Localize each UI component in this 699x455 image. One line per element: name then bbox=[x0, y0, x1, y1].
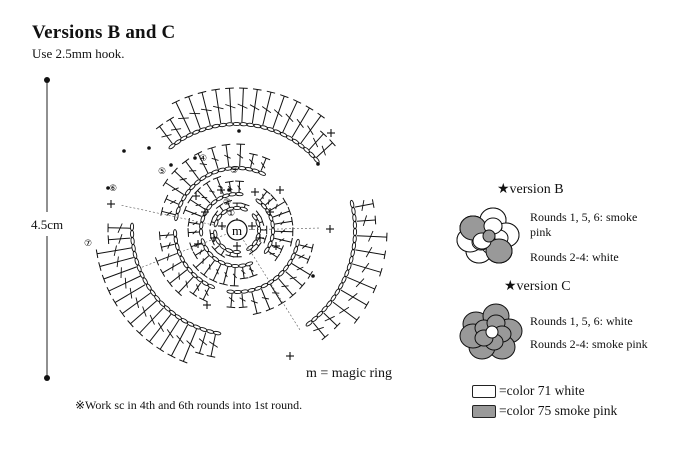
version-b-rounds-2: Rounds 2-4: white bbox=[530, 250, 619, 264]
sc-stitch bbox=[266, 208, 274, 216]
round-2-petal-b bbox=[246, 210, 268, 255]
version-b-rounds-1: Rounds 1, 5, 6: smoke pink bbox=[530, 210, 638, 239]
round-marker-7: ⑦ bbox=[84, 239, 92, 249]
sc-stitch bbox=[276, 186, 284, 194]
round-2-petal-c bbox=[209, 229, 242, 258]
round-3-petal-c bbox=[189, 238, 258, 287]
footnote: ※Work sc in 4th and 6th rounds into 1st … bbox=[75, 398, 303, 412]
version-c-rounds-1: Rounds 1, 5, 6: white bbox=[530, 314, 633, 328]
crochet-rounds bbox=[95, 87, 388, 364]
round-5-petal-c bbox=[154, 229, 216, 303]
dimension-line bbox=[44, 77, 50, 381]
round-marker-2: ② bbox=[223, 198, 231, 208]
slip-stitch bbox=[316, 162, 320, 166]
hook-instruction: Use 2.5mm hook. bbox=[32, 46, 125, 61]
sc-stitch bbox=[327, 129, 335, 137]
legend-pink-label: =color 75 smoke pink bbox=[499, 403, 618, 418]
round-marker-5: ⑤ bbox=[158, 167, 166, 177]
slip-stitch bbox=[169, 163, 173, 167]
size-label: 4.5cm bbox=[31, 217, 64, 232]
sc-stitch bbox=[326, 225, 334, 233]
sc-stitch bbox=[203, 301, 211, 309]
sc-stitch bbox=[251, 188, 259, 196]
version-c-rounds-2: Rounds 2-4: smoke pink bbox=[530, 337, 648, 351]
slip-stitch bbox=[227, 188, 231, 192]
legend-white: =color 71 white bbox=[472, 383, 585, 399]
round-7-petal-c bbox=[95, 222, 222, 364]
slip-stitch bbox=[147, 146, 151, 150]
legend-white-label: =color 71 white bbox=[499, 383, 585, 398]
sc-stitch bbox=[218, 222, 226, 230]
round-3-petal-b bbox=[255, 188, 294, 262]
round-marker-6: ⑥ bbox=[109, 184, 117, 194]
version-b-flower-icon bbox=[456, 207, 520, 264]
version-c-flower-icon bbox=[459, 303, 523, 360]
slip-stitch bbox=[311, 274, 315, 278]
round-2-petal-a bbox=[209, 199, 250, 228]
sc-stitch bbox=[256, 234, 264, 242]
version-c-title: ★version C bbox=[504, 279, 571, 294]
page-title: Versions B and C bbox=[32, 22, 176, 43]
sc-stitch bbox=[248, 222, 256, 230]
sc-stitch bbox=[233, 242, 241, 250]
round-5-petal-b bbox=[226, 238, 314, 315]
sc-stitch bbox=[107, 200, 115, 208]
white-swatch bbox=[472, 384, 496, 398]
round-5-petal-a bbox=[160, 143, 271, 222]
slip-stitch bbox=[193, 156, 197, 160]
round-marker-3: ③ bbox=[230, 166, 238, 176]
slip-stitch bbox=[237, 129, 241, 133]
round-7-petal-b bbox=[305, 199, 388, 341]
round-7-petal-a bbox=[155, 87, 336, 164]
sc-stitch bbox=[217, 186, 225, 194]
slip-stitch bbox=[122, 149, 126, 153]
magic-ring-symbol: m bbox=[226, 219, 248, 241]
round-marker-4: ④ bbox=[199, 154, 207, 164]
magic-ring-note: m = magic ring bbox=[306, 366, 393, 381]
sc-stitch bbox=[192, 192, 200, 200]
legend-pink: =color 75 smoke pink bbox=[472, 403, 617, 419]
pink-swatch bbox=[472, 404, 496, 418]
sc-stitch bbox=[194, 240, 202, 248]
round-marker-1: ① bbox=[227, 209, 235, 219]
sc-stitch bbox=[272, 242, 280, 250]
slip-stitch bbox=[106, 186, 110, 190]
version-b-title: ★version B bbox=[497, 182, 564, 197]
sc-stitch bbox=[286, 352, 294, 360]
magic-ring-label: m bbox=[232, 223, 242, 238]
sc-stitch bbox=[201, 208, 209, 216]
